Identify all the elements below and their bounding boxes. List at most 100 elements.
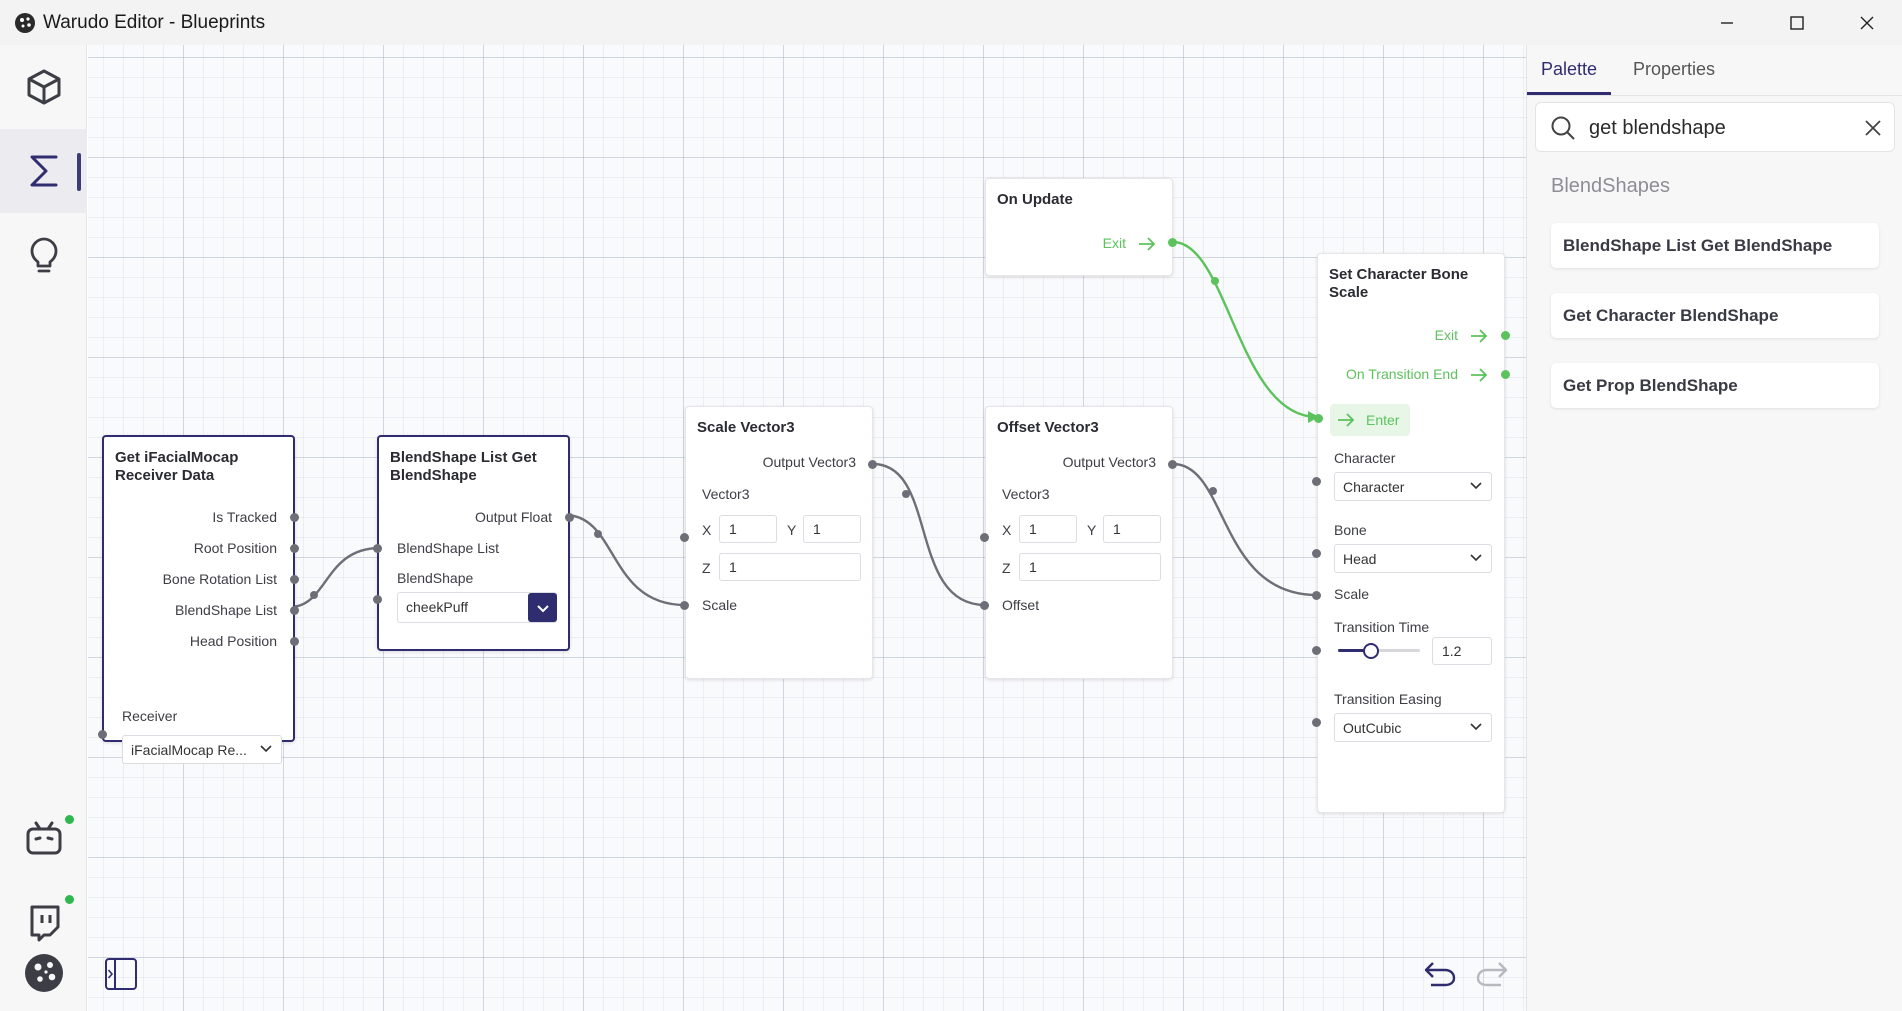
wire-blendshape-list: [289, 546, 381, 609]
flow-output-port[interactable]: [1501, 331, 1510, 340]
x-label: X: [1002, 522, 1012, 538]
output-port[interactable]: [1168, 460, 1177, 469]
minimize-button[interactable]: [1692, 0, 1762, 45]
vector3-z-field[interactable]: [719, 553, 861, 581]
close-window-button[interactable]: [1832, 0, 1902, 45]
flow-output-port[interactable]: [1168, 238, 1177, 247]
sidebar-item-warudo[interactable]: [0, 954, 87, 1011]
wire-flow-exit-enter: [1172, 240, 1318, 419]
input-port[interactable]: [98, 730, 107, 739]
input-port[interactable]: [1312, 718, 1321, 727]
warudo-app-icon: [15, 13, 35, 33]
palette-item[interactable]: BlendShape List Get BlendShape: [1551, 223, 1879, 268]
node-on-update[interactable]: On Update Exit: [985, 178, 1177, 276]
output-port[interactable]: [565, 513, 574, 522]
input-port[interactable]: [680, 601, 689, 610]
output-port[interactable]: [290, 544, 299, 553]
transition-time-field[interactable]: [1432, 637, 1492, 665]
receiver-label: Receiver: [122, 708, 178, 724]
tab-palette[interactable]: Palette: [1527, 55, 1612, 95]
close-icon: [1860, 16, 1874, 29]
arrow-right-icon: [1471, 329, 1488, 343]
lightbulb-icon: [30, 237, 57, 273]
toggle-panel-button[interactable]: [104, 957, 138, 991]
input-port[interactable]: [980, 601, 989, 610]
tab-active-indicator: [1527, 92, 1612, 95]
enter-label: Enter: [1366, 412, 1400, 428]
receiver-value: iFacialMocap Re...: [131, 742, 247, 758]
slider-fill: [1338, 649, 1371, 652]
input-port[interactable]: [1312, 549, 1321, 558]
chevron-down-icon: [1470, 723, 1482, 731]
node-title: Scale Vector3: [697, 419, 795, 436]
input-port[interactable]: [373, 544, 382, 553]
minimize-icon: [1721, 21, 1733, 24]
sidebar-item-bilibili[interactable]: [0, 797, 87, 881]
input-port[interactable]: [1312, 477, 1321, 486]
enter-input[interactable]: Enter: [1330, 404, 1410, 436]
output-port[interactable]: [290, 513, 299, 522]
node-title: Offset Vector3: [997, 419, 1099, 436]
warudo-logo-icon: [24, 954, 63, 992]
clear-search-icon[interactable]: [1864, 119, 1882, 137]
y-label: Y: [1087, 522, 1097, 538]
palette-item[interactable]: Get Prop BlendShape: [1551, 363, 1879, 408]
output-port[interactable]: [290, 575, 299, 584]
input-port[interactable]: [373, 595, 382, 604]
node-set-character-bone-scale[interactable]: Set Character Bone Scale Exit On Transit…: [1312, 253, 1510, 813]
node-title: Get iFacialMocap Receiver Data: [115, 449, 239, 484]
cube-icon: [27, 69, 60, 105]
input-port[interactable]: [680, 533, 689, 542]
node-title: On Update: [997, 191, 1073, 208]
redo-button[interactable]: [1475, 959, 1509, 989]
easing-value: OutCubic: [1343, 720, 1402, 736]
node-scale-vector3[interactable]: Scale Vector3 Output Vector3 Vector3 X Y…: [680, 406, 877, 679]
sidebar-item-blueprints[interactable]: [0, 129, 87, 213]
node-get-ifacialmocap[interactable]: Get iFacialMocap Receiver Data Is Tracke…: [98, 435, 299, 764]
vector3-z-field[interactable]: [1019, 553, 1161, 581]
palette-item[interactable]: Get Character BlendShape: [1551, 293, 1879, 338]
tab-label: Properties: [1633, 59, 1716, 79]
receiver-dropdown[interactable]: iFacialMocap Re...: [122, 735, 282, 764]
input-port[interactable]: [1312, 591, 1321, 600]
sidebar-item-scene[interactable]: [0, 45, 87, 129]
vector3-y-field[interactable]: [1103, 515, 1161, 543]
vector3-x-field[interactable]: [719, 515, 777, 543]
node-blendshape-list-get[interactable]: BlendShape List Get BlendShape Output Fl…: [373, 435, 574, 651]
slider-handle[interactable]: [1362, 643, 1379, 659]
bone-dropdown[interactable]: Head: [1334, 544, 1492, 573]
title-bar: Warudo Editor - Blueprints: [0, 0, 1902, 45]
output-port[interactable]: [290, 606, 299, 615]
arrow-right-icon: [1471, 368, 1488, 382]
exit-label: Exit: [1434, 327, 1458, 343]
blendshape-value: cheekPuff: [406, 599, 469, 615]
vector3-x-field[interactable]: [1019, 515, 1077, 543]
blendshape-dropdown-button[interactable]: [528, 593, 557, 622]
undo-button[interactable]: [1423, 959, 1457, 989]
input-port[interactable]: [980, 533, 989, 542]
flow-output-port[interactable]: [1501, 370, 1510, 379]
tab-properties[interactable]: Properties: [1633, 55, 1715, 95]
sidebar-item-twitch[interactable]: [0, 881, 87, 965]
bone-label: Bone: [1334, 522, 1367, 538]
node-offset-vector3[interactable]: Offset Vector3 Output Vector3 Vector3 X …: [980, 406, 1177, 679]
x-label: X: [702, 522, 712, 538]
maximize-button[interactable]: [1762, 0, 1832, 45]
vector3-label: Vector3: [702, 486, 750, 502]
slider-track: [1338, 649, 1420, 652]
input-label: BlendShape List: [397, 540, 499, 556]
easing-dropdown[interactable]: OutCubic: [1334, 713, 1492, 742]
search-input[interactable]: [1589, 114, 1849, 142]
vector3-y-field[interactable]: [803, 515, 861, 543]
palette-search: [1535, 102, 1895, 152]
output-port[interactable]: [868, 460, 877, 469]
blueprint-canvas[interactable]: Get iFacialMocap Receiver Data Is Tracke…: [88, 45, 1526, 1011]
transition-time-slider[interactable]: [1338, 643, 1420, 659]
sidebar-item-ideas[interactable]: [0, 213, 87, 297]
flow-input-port[interactable]: [1314, 414, 1323, 423]
chevron-down-icon: [260, 745, 272, 753]
output-port[interactable]: [290, 637, 299, 646]
input-port[interactable]: [1312, 646, 1321, 655]
character-dropdown[interactable]: Character: [1334, 472, 1492, 501]
arrow-right-icon: [1139, 237, 1156, 251]
